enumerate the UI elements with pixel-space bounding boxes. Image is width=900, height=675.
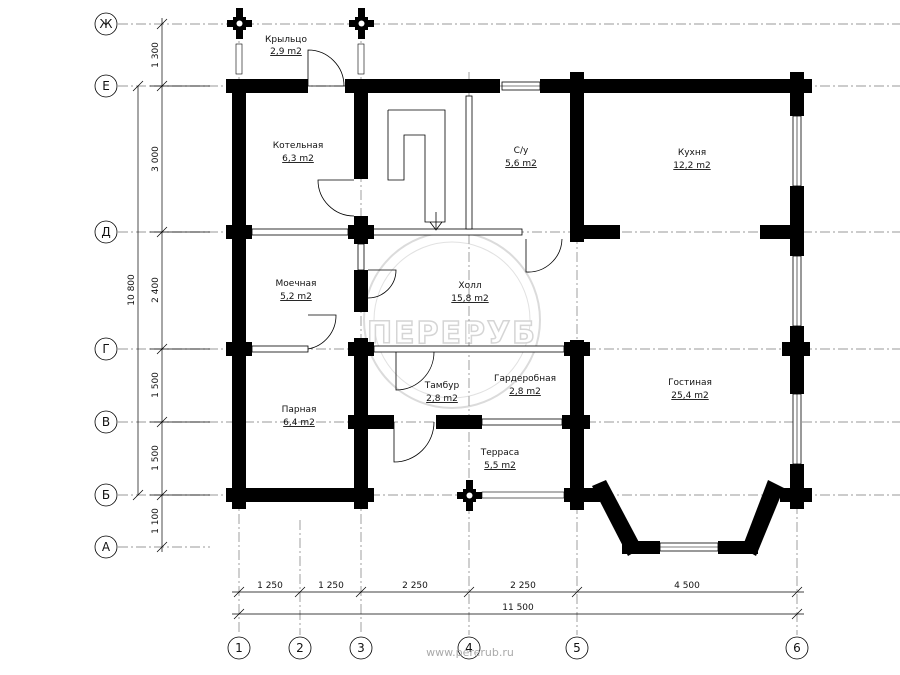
svg-text:Д: Д — [101, 225, 110, 239]
doors — [307, 49, 563, 463]
axis-row-d: Д — [94, 220, 118, 244]
svg-text:Г: Г — [102, 342, 109, 356]
svg-text:Терраса: Терраса — [480, 448, 519, 458]
room-sauna: Парная 6,4 m2 — [282, 405, 317, 428]
room-wardrobe: Гардеробная 2,8 m2 — [494, 374, 556, 397]
svg-text:5: 5 — [573, 641, 581, 655]
svg-text:25,4 m2: 25,4 m2 — [671, 391, 708, 401]
dim-h-total: 11 500 — [502, 603, 534, 613]
axis-col-6: 6 — [785, 636, 809, 660]
axis-col-4: 4 — [457, 636, 481, 660]
svg-text:1: 1 — [235, 641, 243, 655]
dim-v-1: 1 300 — [151, 42, 161, 68]
svg-text:2: 2 — [296, 641, 304, 655]
dim-h-4: 2 250 — [510, 581, 536, 591]
axis-row-b: Б — [94, 483, 118, 507]
axis-row-zh: Ж — [94, 12, 118, 36]
dim-v-2: 3 000 — [151, 146, 161, 172]
dim-v-3: 2 400 — [151, 277, 161, 303]
room-porch: Крыльцо 2,9 m2 — [265, 35, 307, 57]
horizontal-dimensions: 1 250 1 250 2 250 2 250 4 500 11 500 — [232, 581, 804, 620]
axis-col-5: 5 — [565, 636, 589, 660]
svg-text:12,2 m2: 12,2 m2 — [673, 161, 710, 171]
room-wc: С/у 5,6 m2 — [505, 146, 537, 169]
svg-text:5,2 m2: 5,2 m2 — [280, 292, 312, 302]
svg-text:Гардеробная: Гардеробная — [494, 374, 556, 384]
svg-text:2,8 m2: 2,8 m2 — [509, 387, 541, 397]
svg-text:4: 4 — [465, 641, 473, 655]
svg-text:6,4 m2: 6,4 m2 — [283, 418, 315, 428]
column-axis-markers: 1 2 3 4 5 6 — [227, 636, 809, 660]
svg-text:В: В — [102, 415, 110, 429]
svg-text:Котельная: Котельная — [273, 141, 324, 151]
svg-text:6,3 m2: 6,3 m2 — [282, 154, 314, 164]
svg-text:Моечная: Моечная — [276, 279, 317, 289]
windows — [235, 43, 802, 552]
svg-text:А: А — [102, 540, 111, 554]
room-vestibule: Тамбур 2,8 m2 — [424, 381, 460, 404]
svg-text:Ж: Ж — [100, 17, 113, 31]
svg-text:3: 3 — [357, 641, 365, 655]
staircase — [387, 109, 446, 231]
svg-text:Тамбур: Тамбур — [424, 381, 460, 391]
room-wash: Моечная 5,2 m2 — [276, 279, 317, 302]
room-boiler: Котельная 6,3 m2 — [273, 141, 324, 164]
axis-col-3: 3 — [349, 636, 373, 660]
svg-text:2,9 m2: 2,9 m2 — [270, 47, 302, 57]
dim-v-5: 1 500 — [151, 445, 161, 471]
vertical-dimensions: 1 300 3 000 2 400 1 500 1 500 1 100 10 8… — [127, 18, 210, 553]
dim-v-total: 10 800 — [127, 274, 137, 306]
axis-row-g: Г — [94, 337, 118, 361]
svg-text:Крыльцо: Крыльцо — [265, 35, 307, 45]
room-kitchen: Кухня 12,2 m2 — [673, 148, 710, 171]
svg-text:Гостиная: Гостиная — [668, 378, 712, 388]
room-hall: Холл 15,8 m2 — [451, 281, 488, 304]
svg-text:С/у: С/у — [514, 146, 529, 156]
svg-text:Б: Б — [102, 488, 110, 502]
dim-h-5: 4 500 — [674, 581, 700, 591]
room-terrace: Терраса 5,5 m2 — [480, 448, 519, 471]
svg-text:Парная: Парная — [282, 405, 317, 415]
room-living: Гостиная 25,4 m2 — [668, 378, 712, 401]
dim-h-1: 1 250 — [257, 581, 283, 591]
website-url: www.pererub.ru — [426, 646, 514, 659]
svg-text:15,8 m2: 15,8 m2 — [451, 294, 488, 304]
dim-v-4: 1 500 — [151, 372, 161, 398]
svg-text:Е: Е — [102, 79, 110, 93]
svg-text:Кухня: Кухня — [678, 148, 706, 158]
axis-row-v: В — [94, 410, 118, 434]
svg-text:Холл: Холл — [458, 281, 481, 291]
row-axis-markers: Ж Е Д Г В Б А — [94, 12, 118, 559]
svg-text:5,5 m2: 5,5 m2 — [484, 461, 516, 471]
partition-walls — [251, 95, 565, 426]
axis-col-1: 1 — [227, 636, 251, 660]
axis-row-e: Е — [94, 74, 118, 98]
axis-col-2: 2 — [288, 636, 312, 660]
svg-text:2,8 m2: 2,8 m2 — [426, 394, 458, 404]
svg-text:6: 6 — [793, 641, 801, 655]
load-bearing-walls — [226, 72, 812, 556]
dim-v-6: 1 100 — [151, 508, 161, 534]
axis-row-a: А — [94, 535, 118, 559]
dim-h-2: 1 250 — [318, 581, 344, 591]
porch-columns — [227, 8, 565, 511]
svg-text:5,6 m2: 5,6 m2 — [505, 159, 537, 169]
dim-h-3: 2 250 — [402, 581, 428, 591]
